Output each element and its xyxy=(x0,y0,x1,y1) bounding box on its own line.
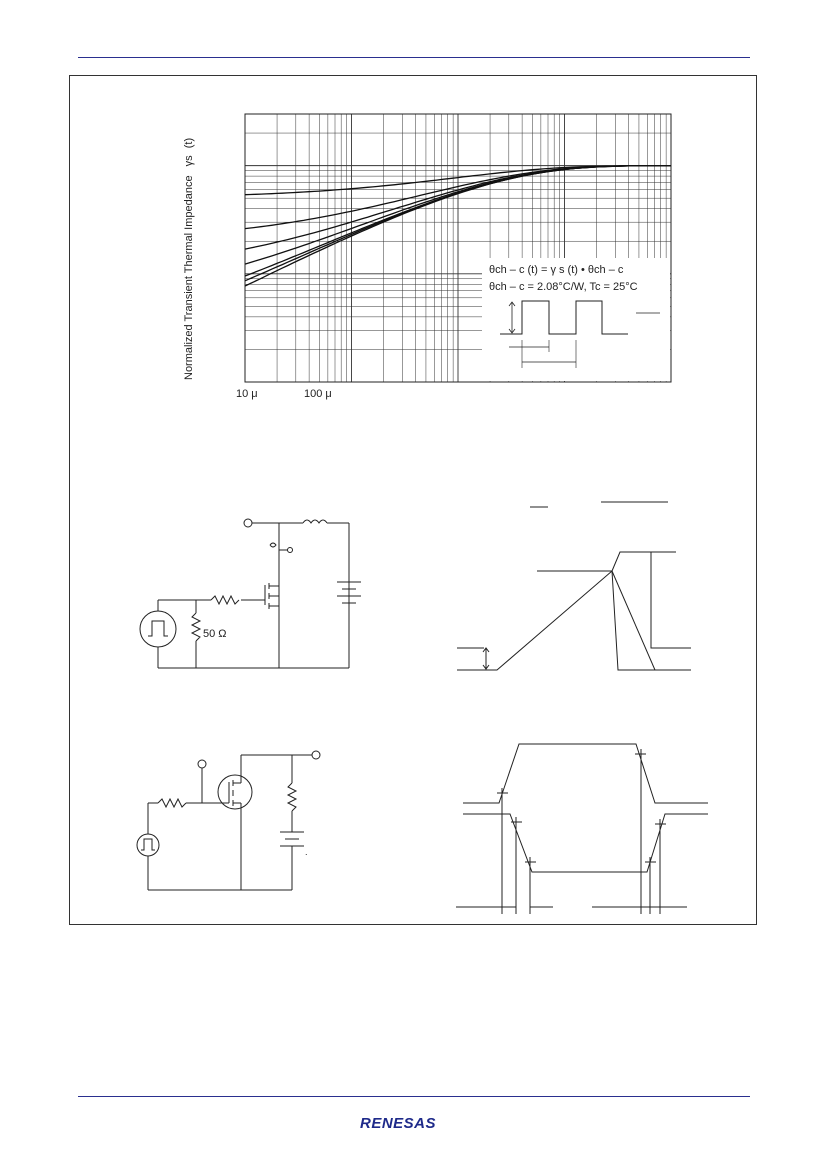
thermal-impedance-chart: θch – c (t) = γ s (t) • θch – c θch – c … xyxy=(183,113,672,400)
switching-pulse-generator xyxy=(136,833,160,857)
y-axis-title: Normalized Transient Thermal Impedance γ… xyxy=(183,138,195,380)
y-axis-symbol: γs xyxy=(183,155,195,167)
svg-text:Normalized Transient Thermal I: Normalized Transient Thermal Impedance γ… xyxy=(183,138,195,380)
header-rule xyxy=(78,57,750,58)
annotation-conditions: θch – c = 2.08°C/W, Tc = 25°C xyxy=(489,281,638,293)
termination-resistor xyxy=(190,612,202,642)
current-probe xyxy=(269,542,277,548)
footer-rule xyxy=(78,1096,750,1097)
output-waveform xyxy=(463,813,708,873)
impedance-curve xyxy=(244,164,671,287)
chart-curves xyxy=(244,164,671,287)
gate-resistor xyxy=(210,594,240,606)
figure-frame xyxy=(69,75,757,925)
switching-gate-resistor xyxy=(157,797,187,809)
svg-text:.: . xyxy=(305,847,308,857)
current-ramp xyxy=(457,569,691,671)
pulse-waveform xyxy=(500,300,628,335)
load-resistor xyxy=(286,782,298,812)
renesas-logo: RENESAS xyxy=(360,1115,436,1132)
inductor xyxy=(302,519,328,524)
avalanche-waveform xyxy=(457,501,691,671)
y-axis-arg: (t) xyxy=(183,138,195,148)
plot-area xyxy=(244,113,672,383)
pulse-generator xyxy=(139,610,177,648)
terminal-gate xyxy=(197,759,207,769)
switching-test-circuit xyxy=(136,750,321,891)
x-tick-label: 100 μ xyxy=(304,388,332,400)
resistor-label: 50 Ω xyxy=(203,628,227,640)
switching-waveform xyxy=(456,743,708,914)
logo-text: RENESAS xyxy=(360,1115,436,1132)
mosfet-symbol xyxy=(217,774,253,810)
annotation-formula: θch – c (t) = γ s (t) • θch – c xyxy=(489,264,624,276)
terminal-drain xyxy=(311,750,321,760)
x-tick-label: 10 μ xyxy=(236,388,258,400)
input-waveform xyxy=(463,743,708,804)
voltage-waveform xyxy=(611,551,691,649)
y-axis-label: Normalized Transient Thermal Impedance xyxy=(183,175,195,380)
avalanche-test-circuit xyxy=(139,518,361,669)
terminal-vds xyxy=(243,518,253,528)
